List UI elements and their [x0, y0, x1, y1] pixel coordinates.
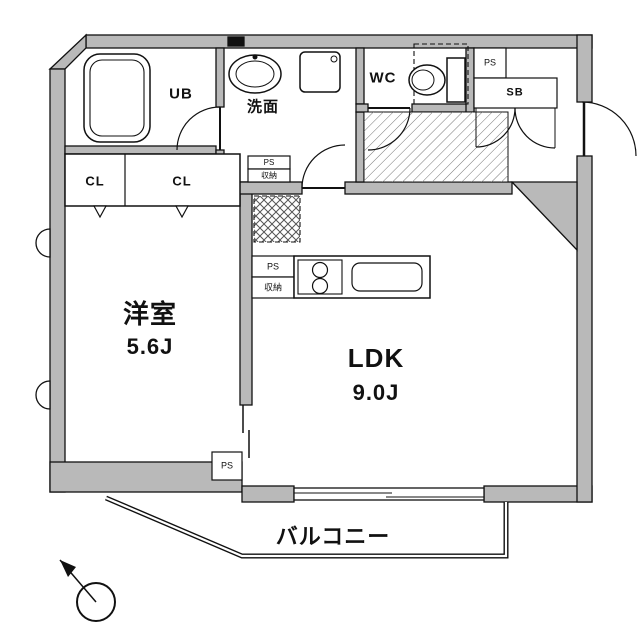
wall-wc-left: [355, 47, 365, 105]
wall-right-top: [576, 34, 593, 103]
label-ps-kitchen: PS: [266, 261, 280, 272]
kitchen-sink-icon: [351, 262, 423, 292]
pipe-shaft: [253, 195, 301, 243]
bathtub-icon: [83, 53, 151, 143]
washroom-door-arc: [301, 144, 346, 189]
service-boxes: [64, 47, 558, 481]
fixtures-layer: [83, 43, 485, 501]
entrance-floor: [363, 111, 509, 183]
washer-pan-icon: [299, 51, 341, 93]
walls-layer: [48, 33, 593, 503]
entrance-door-arc: [581, 101, 637, 157]
washbasin-icon: [228, 54, 282, 94]
label-shoe-box: SB: [506, 86, 524, 99]
wall-right-main: [576, 155, 593, 503]
wall-bottom-left: [49, 461, 243, 493]
wall-bump-upper: [35, 228, 51, 258]
closet-door-mark-right: [174, 205, 190, 219]
bedroom-sliding-door: [242, 405, 250, 458]
stove-icon: [297, 259, 343, 295]
wc-door-arc: [367, 107, 411, 151]
wall-bottom-ldk-2: [483, 485, 593, 503]
kitchen-counter: [293, 255, 431, 299]
unit-bath-door-arc: [176, 106, 221, 151]
label-washroom: 洗面: [246, 98, 280, 116]
storage-box-washroom: [247, 168, 291, 183]
wall-ub-bottom: [64, 145, 217, 155]
wall-wc-bottom-b: [411, 103, 475, 113]
label-storage-kitchen: 収納: [263, 282, 283, 293]
balcony-window: [293, 487, 485, 501]
label-ps-top-right: PS: [483, 57, 497, 68]
wall-chamfer-topleft: [48, 33, 87, 70]
label-closet-left: CL: [85, 173, 105, 189]
vent-mark: [227, 36, 245, 47]
label-ps-bedroom: PS: [220, 460, 234, 471]
wall-bump-lower: [35, 380, 51, 410]
wall-chamfer-ldk: [510, 181, 578, 252]
wall-bumps: [35, 228, 51, 410]
wall-wc-bottom-a: [355, 103, 369, 113]
wall-bottom-ldk-1: [241, 485, 295, 503]
compass-icon: [59, 559, 116, 622]
label-ldk: LDK: [347, 343, 405, 373]
wall-left: [49, 68, 66, 493]
label-storage-washroom: 収納: [261, 171, 277, 180]
label-wc: WC: [369, 69, 397, 87]
label-western-room-size: 5.6J: [126, 334, 174, 359]
closet-box: [64, 153, 241, 207]
label-ps-washroom: PS: [263, 158, 275, 167]
shoebox-door-arcs: [475, 107, 556, 149]
label-unit-bath: UB: [169, 85, 193, 103]
wall-room-divider: [239, 181, 253, 406]
closet-door-mark-left: [92, 205, 108, 219]
label-balcony: バルコニー: [275, 524, 391, 549]
ps-box-bedroom: [211, 451, 243, 481]
label-closet-right: CL: [172, 173, 192, 189]
label-western-room: 洋室: [122, 299, 178, 329]
doors-layer: [176, 101, 637, 189]
label-ldk-size: 9.0J: [352, 380, 400, 405]
toilet-icon: [408, 43, 469, 105]
wall-washroom-right: [355, 111, 365, 183]
ps-box-top-right: [473, 47, 507, 79]
balcony-railing: [105, 495, 509, 559]
wall-ldk-top-2: [344, 181, 513, 195]
wall-washroom-left-a: [215, 47, 225, 108]
shoe-box: [473, 77, 558, 109]
wall-top: [85, 34, 593, 49]
wall-wc-right: [465, 47, 475, 113]
